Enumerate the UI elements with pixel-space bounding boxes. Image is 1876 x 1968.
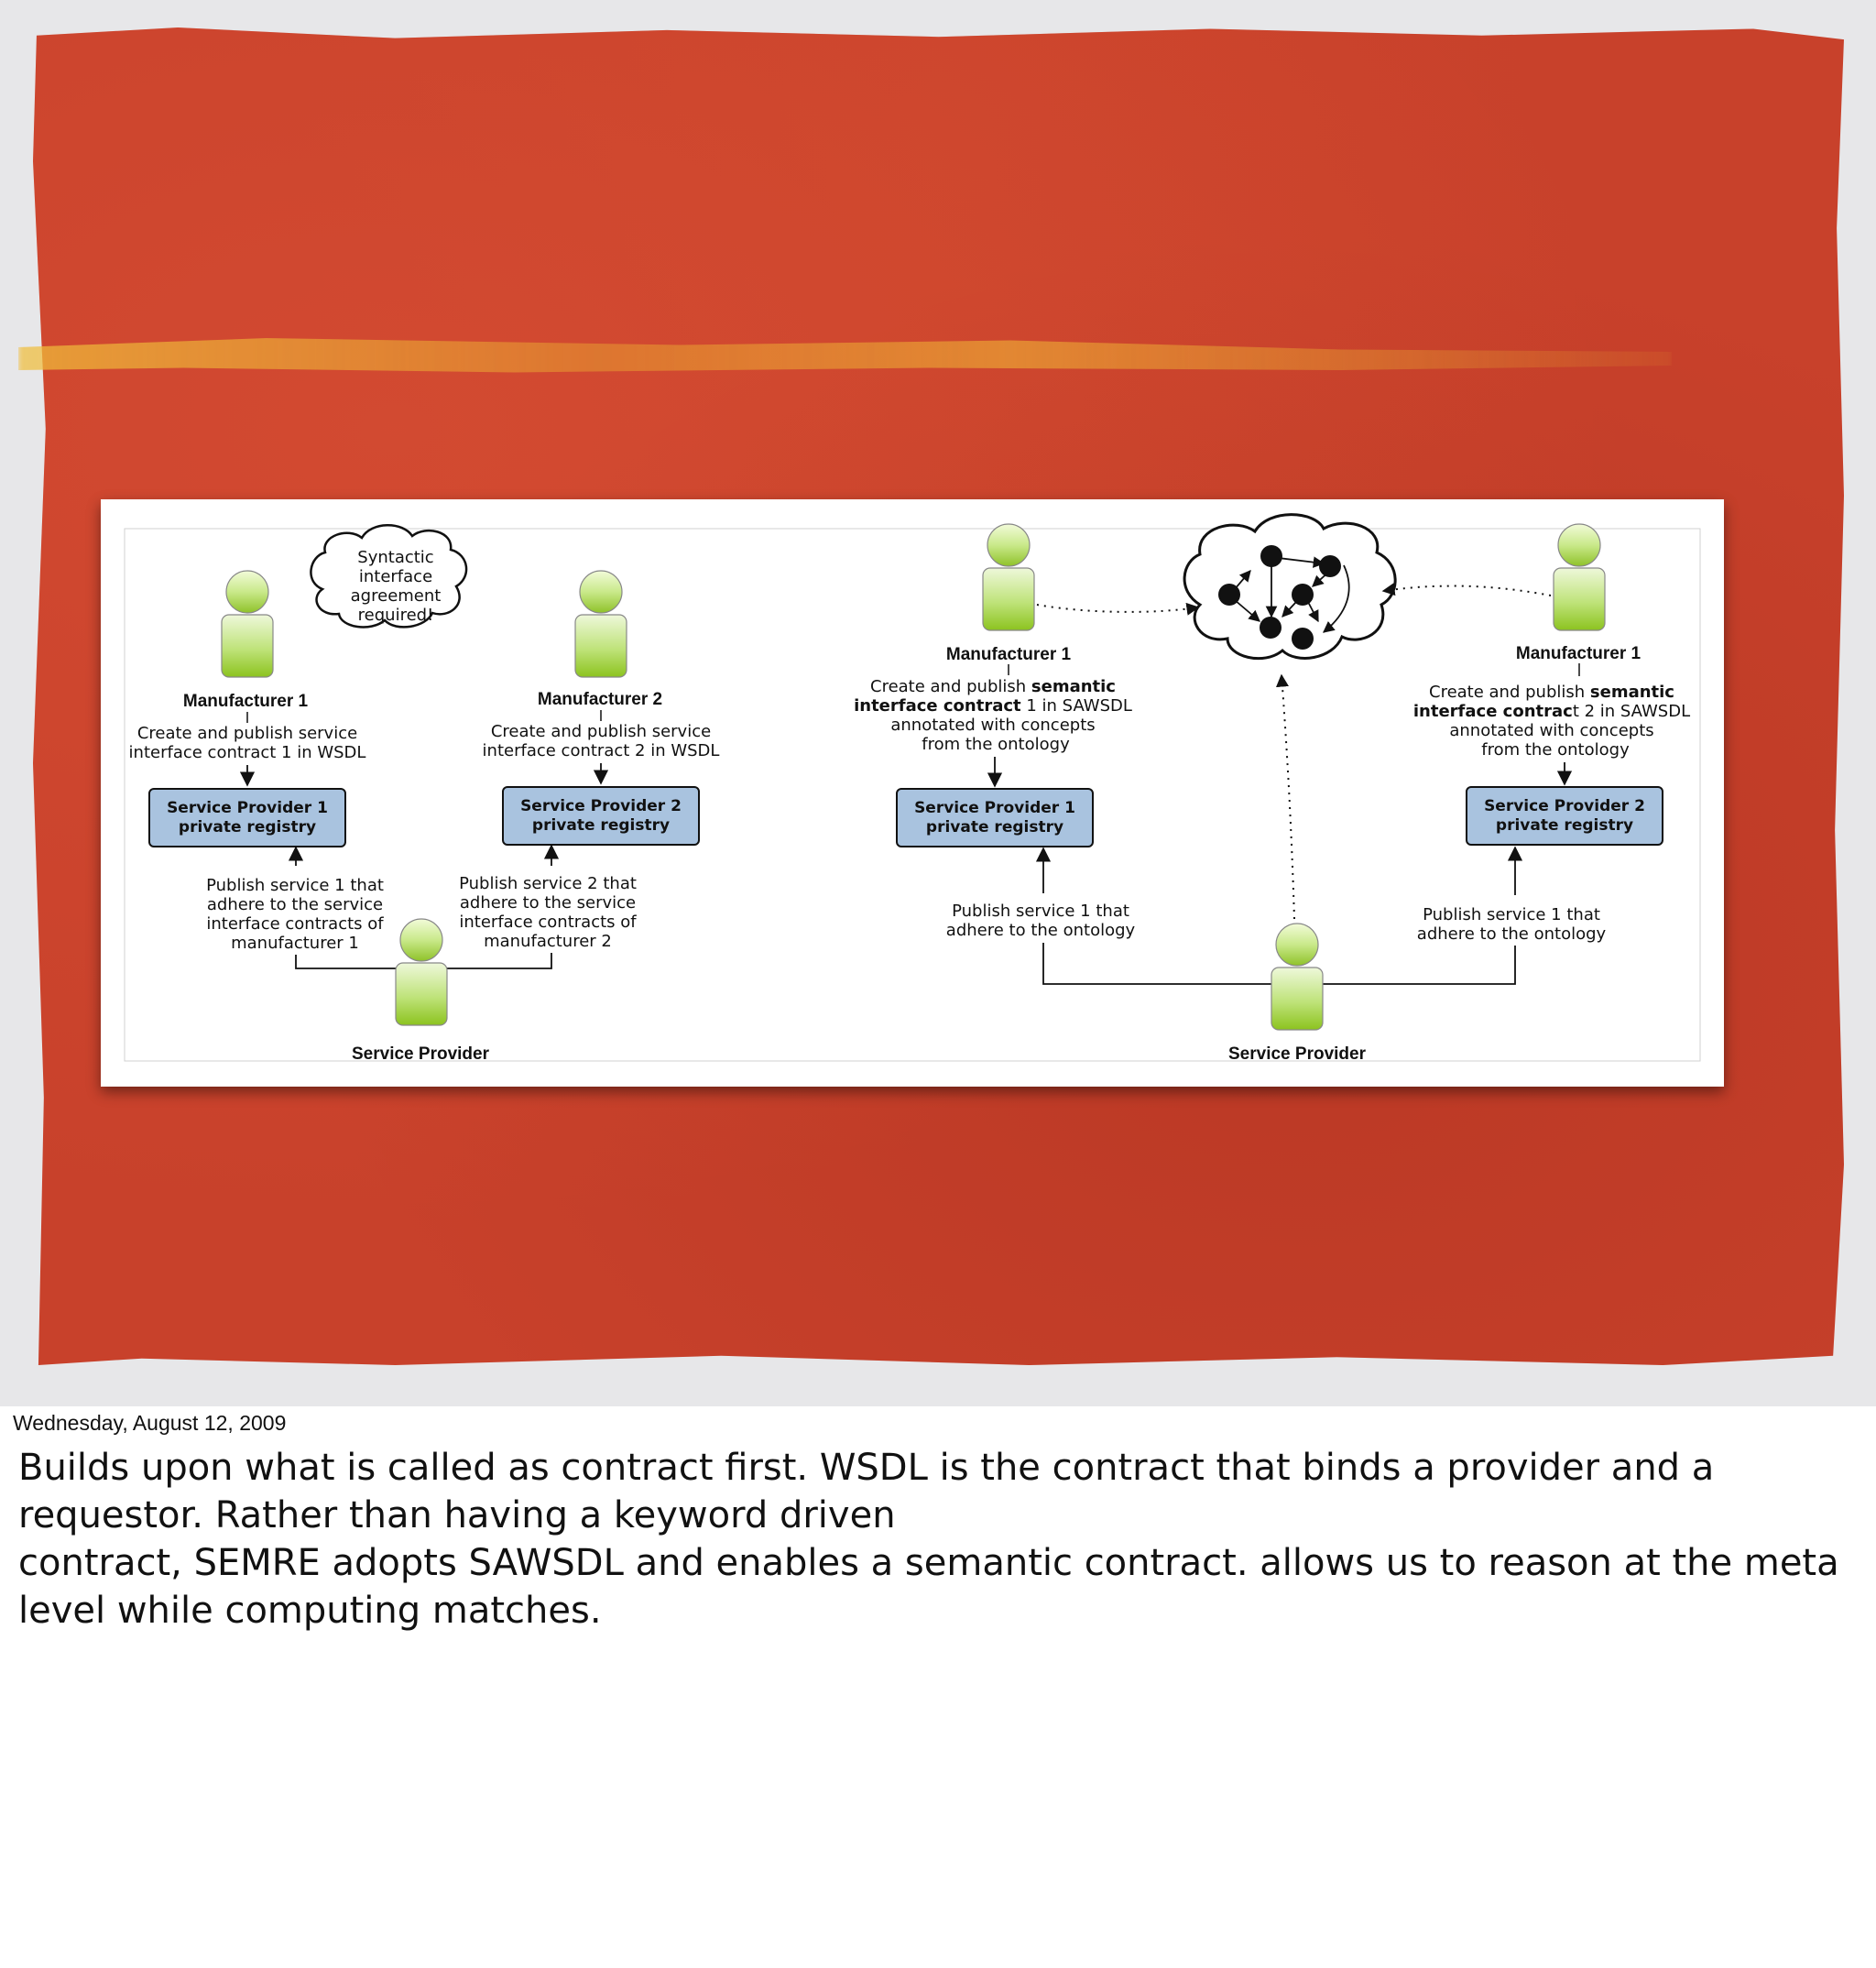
publish-note-b: adhere to the ontology (1417, 924, 1607, 944)
manufacturer-2-action: Create and publish service (491, 722, 711, 741)
ontology-graph (1218, 545, 1350, 650)
manufacturer-1-action: interface contract 1 in WSDL (129, 743, 366, 762)
registry-2-subtitle: private registry (532, 816, 670, 835)
registry-a-title: Service Provider 1 (914, 799, 1075, 817)
manufacturer-a-action: Create and publish semantic (870, 677, 1116, 696)
notes-paragraph: Builds upon what is called as contract f… (18, 1447, 1715, 1536)
notes-paragraph: contract, SEMRE adopts SAWSDL and enable… (18, 1542, 1839, 1632)
manufacturer-1-action: Create and publish service (137, 724, 357, 743)
publish-note-1: Publish service 1 that (206, 876, 384, 895)
manufacturer-b-action: annotated with concepts (1449, 721, 1653, 740)
cloud-text-line: required! (358, 606, 434, 625)
publish-note-1: interface contracts of (206, 914, 384, 934)
manufacturer-a-label: Manufacturer 1 (946, 645, 1072, 664)
diagram: Syntactic interface agreement required! … (124, 513, 1701, 1064)
manufacturer-b-label: Manufacturer 1 (1516, 644, 1642, 663)
syntactic-cloud (310, 524, 468, 629)
publish-note-2: interface contracts of (459, 913, 637, 932)
ontology-cloud (1183, 513, 1397, 661)
manufacturer-2-label: Manufacturer 2 (538, 690, 662, 709)
speaker-notes: Builds upon what is called as contract f… (18, 1444, 1860, 1635)
service-provider-left-label: Service Provider (352, 1044, 490, 1064)
person-icon-manufacturer-2 (574, 570, 627, 678)
registry-1-title: Service Provider 1 (167, 799, 328, 817)
publish-note-2: manufacturer 2 (484, 932, 612, 951)
registry-b-title: Service Provider 2 (1484, 797, 1645, 815)
diagram-frame (124, 528, 1701, 1062)
manufacturer-1-label: Manufacturer 1 (183, 692, 309, 711)
manufacturer-a-action: from the ontology (922, 735, 1070, 754)
publish-note-b: Publish service 1 that (1423, 905, 1600, 924)
diagram-card: Syntactic interface agreement required! … (101, 499, 1724, 1087)
publish-note-2: adhere to the service (460, 893, 636, 913)
registry-2-title: Service Provider 2 (520, 797, 682, 815)
person-icon-manufacturer-b (1553, 523, 1606, 631)
person-icon-manufacturer-a (982, 523, 1035, 631)
publish-note-2: Publish service 2 that (459, 874, 637, 893)
publish-note-a: adhere to the ontology (946, 921, 1136, 940)
manufacturer-b-action: Create and publish semantic (1429, 683, 1674, 702)
manufacturer-a-action: interface contract 1 in SAWSDL (854, 696, 1132, 716)
cloud-text-line: Syntactic (357, 548, 433, 567)
service-provider-2-semantic-registry-box (1466, 786, 1663, 846)
service-provider-right-label: Service Provider (1228, 1044, 1367, 1064)
person-icon-service-provider-left (395, 918, 448, 1026)
footer-date: Wednesday, August 12, 2009 (13, 1411, 287, 1435)
publish-note-1: manufacturer 1 (231, 934, 359, 953)
manufacturer-a-action: annotated with concepts (890, 716, 1095, 735)
manufacturer-b-action: from the ontology (1481, 740, 1630, 760)
publish-note-a: Publish service 1 that (952, 902, 1129, 921)
person-icon-service-provider-right (1271, 923, 1324, 1031)
registry-b-subtitle: private registry (1496, 816, 1633, 835)
service-provider-1-semantic-registry-box (896, 788, 1094, 847)
publish-note-1: adhere to the service (207, 895, 383, 914)
service-provider-1-registry-box (148, 788, 346, 847)
manufacturer-2-action: interface contract 2 in WSDL (483, 741, 720, 760)
slide-background: Syntactic interface agreement required! … (0, 0, 1876, 1406)
person-icon-manufacturer-1 (221, 570, 274, 678)
manufacturer-b-action: interface contract 2 in SAWSDL (1413, 702, 1690, 721)
registry-a-subtitle: private registry (926, 818, 1063, 836)
service-provider-2-registry-box (502, 786, 700, 846)
cloud-text-line: interface (359, 567, 432, 586)
registry-1-subtitle: private registry (179, 818, 316, 836)
cloud-text-line: agreement (351, 586, 442, 606)
